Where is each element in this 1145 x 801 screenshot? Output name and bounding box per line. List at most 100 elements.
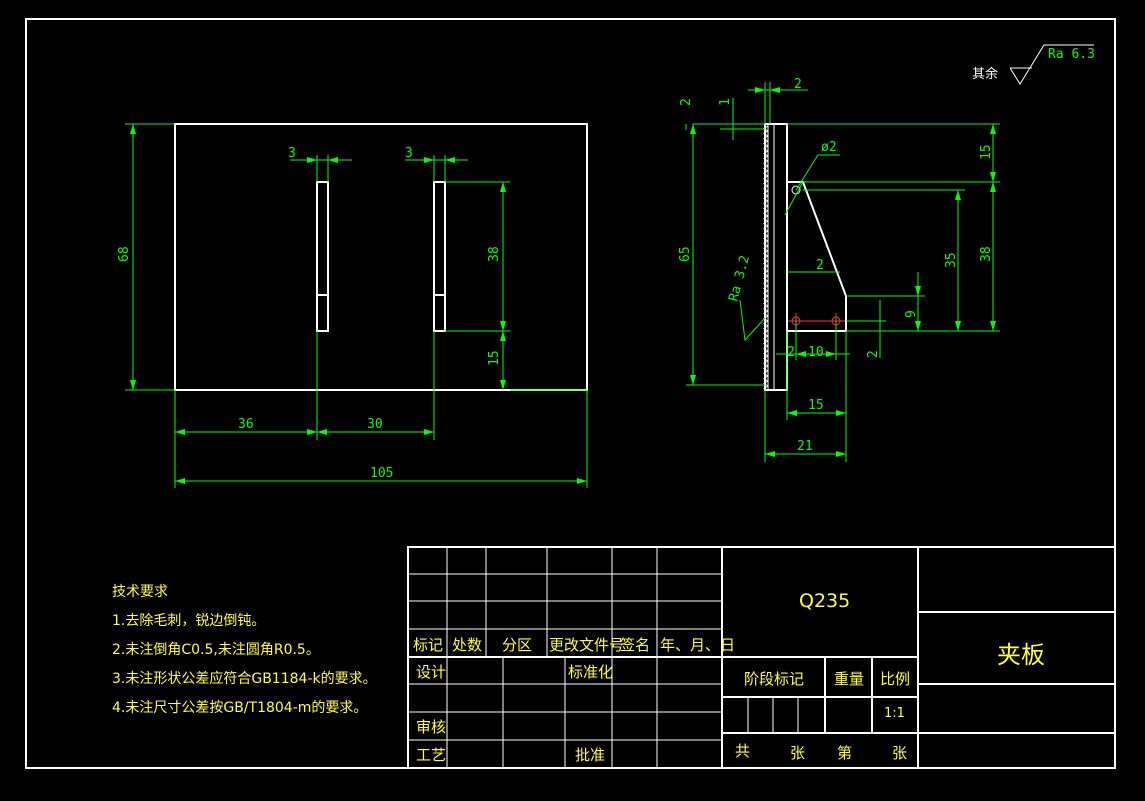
dim-top-thickness: 2	[794, 77, 802, 92]
roughness-symbol: 其余 Ra 6.3	[972, 44, 1095, 85]
dim-slot-height: 38	[487, 246, 502, 262]
serration-tooth	[763, 165, 769, 172]
serration-tooth	[763, 180, 769, 187]
note-3: 3.未注形状公差应符合GB1184-k的要求。	[112, 671, 377, 687]
serration-tooth	[763, 220, 769, 227]
tb-header-count: 处数	[452, 636, 483, 654]
serration-tooth	[763, 175, 769, 182]
serration-tooth	[763, 305, 769, 312]
serration-tooth	[763, 385, 769, 392]
notes-title: 技术要求	[112, 584, 168, 600]
serration-tooth	[763, 200, 769, 207]
tb-approve: 批准	[575, 746, 606, 764]
serration-tooth	[763, 285, 769, 292]
serration-tooth	[763, 250, 769, 257]
serration-tooth	[763, 355, 769, 362]
dim-slot-width-1: 3	[288, 146, 296, 161]
tb-sheet-unit2: 张	[892, 744, 908, 762]
serration-tooth	[763, 230, 769, 237]
note-4: 4.未注尺寸公差按GB/T1804-m的要求。	[112, 700, 368, 716]
side-view: 2 2 1 ø2 15 38 35 65 2 9 2 2 10 15 21 Ra…	[678, 77, 1000, 462]
serration-tooth	[763, 335, 769, 342]
roughness-prefix: 其余	[972, 66, 998, 82]
serration-tooth	[763, 245, 769, 252]
tb-sheet-total: 共	[735, 742, 751, 760]
plate-outline	[174, 123, 588, 391]
serration-tooth	[763, 330, 769, 337]
tb-header-sign: 签名	[620, 636, 651, 654]
serration-tooth	[763, 195, 769, 202]
serration-tooth	[763, 365, 769, 372]
serration-tooth	[763, 370, 769, 377]
dim-10: 10	[808, 345, 824, 360]
bracket-outline	[787, 181, 847, 332]
tb-header-file: 更改文件号	[549, 636, 625, 654]
serration-tooth	[763, 325, 769, 332]
tb-weight: 重量	[834, 670, 865, 688]
dim-2-a: 2	[816, 258, 824, 273]
dim-35: 35	[944, 252, 959, 268]
tb-header-date: 年、月、日	[660, 636, 736, 654]
tb-part-name: 夹板	[997, 641, 1045, 669]
serration-tooth	[763, 375, 769, 382]
tb-sheet-unit: 张	[790, 744, 806, 762]
dim-hole-dia: ø2	[821, 140, 837, 155]
serration-tooth	[763, 280, 769, 287]
dim-pos-2: 30	[367, 417, 383, 432]
serration-tooth	[763, 320, 769, 327]
serration-tooth	[763, 225, 769, 232]
tb-review: 审核	[416, 718, 447, 736]
roughness-value: Ra 6.3	[1048, 47, 1095, 62]
serration-tooth	[763, 350, 769, 357]
serration-tooth	[763, 265, 769, 272]
serration-tooth	[763, 255, 769, 262]
serration-tooth	[763, 380, 769, 387]
dim-15: 15	[979, 144, 994, 160]
dim-38: 38	[979, 246, 994, 262]
dim-65: 65	[678, 246, 693, 262]
dim-9: 9	[904, 310, 919, 318]
serration-tooth	[763, 170, 769, 177]
serration-tooth	[763, 345, 769, 352]
serration-tooth	[763, 270, 769, 277]
serration-tooth	[763, 145, 769, 152]
tb-scale: 1:1	[884, 706, 905, 721]
roughness-face: Ra 3.2	[726, 254, 753, 303]
plate-side	[764, 123, 788, 391]
technical-notes: 技术要求 1.去除毛刺，锐边倒钝。 2.未注倒角C0.5,未注圆角R0.5。 3…	[112, 578, 377, 723]
serration-tooth	[763, 150, 769, 157]
slot-left	[316, 181, 329, 332]
serration-tooth	[763, 215, 769, 222]
dim-2-b: 2	[866, 350, 881, 358]
dim-width: 105	[370, 466, 393, 481]
tb-header-zone: 分区	[502, 636, 533, 654]
serration-tooth	[763, 160, 769, 167]
dim-top-one: 1	[718, 98, 733, 106]
serration-tooth	[763, 295, 769, 302]
note-1: 1.去除毛刺，锐边倒钝。	[112, 613, 266, 629]
dim-15-b: 15	[808, 398, 824, 413]
dim-21: 21	[797, 439, 813, 454]
dim-slot-width-2: 3	[405, 146, 413, 161]
serrated-face	[767, 124, 775, 390]
serration-tooth	[763, 130, 769, 137]
dim-pos-1: 36	[238, 417, 254, 432]
dim-top-small: 2	[679, 98, 694, 106]
serration-tooth	[763, 190, 769, 197]
dim-height: 68	[117, 246, 132, 262]
tb-scale-label: 比例	[880, 670, 911, 688]
tb-process: 工艺	[416, 746, 447, 764]
tb-material: Q235	[799, 590, 851, 612]
front-view: 68 3 3 38 15 36 30 105	[117, 123, 588, 488]
tb-header-mark: 标记	[413, 636, 444, 654]
serration-tooth	[763, 310, 769, 317]
serration-tooth	[763, 300, 769, 307]
tb-sheet-num: 第	[837, 744, 853, 762]
serration-tooth	[763, 240, 769, 247]
serration-tooth	[763, 205, 769, 212]
serration-tooth	[763, 340, 769, 347]
serration-tooth	[763, 360, 769, 367]
serration-tooth	[763, 140, 769, 147]
note-2: 2.未注倒角C0.5,未注圆角R0.5。	[112, 642, 320, 658]
